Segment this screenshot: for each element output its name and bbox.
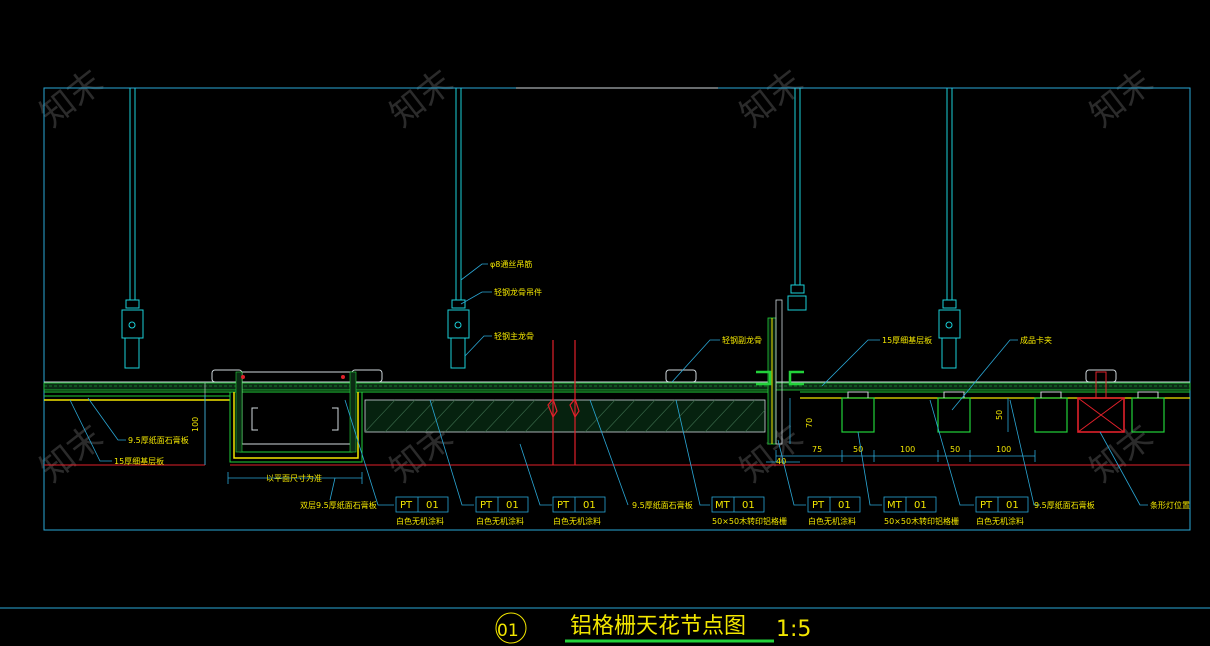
material-tags: PT 01 白色无机涂料 PT 01 白色无机涂料 PT 01 白色无机涂料 M… <box>395 496 1029 526</box>
dim-50-vertical: 50 <box>995 410 1004 420</box>
label-clip: 成品卡夹 <box>1020 335 1052 345</box>
hanger-2 <box>447 299 470 369</box>
hanger-3 <box>787 284 807 311</box>
tag-description: 白色无机涂料 <box>396 516 444 526</box>
label-main-keel: 轻钢主龙骨 <box>494 331 534 341</box>
tag-number: 01 <box>742 500 755 511</box>
tag-description: 白色无机涂料 <box>553 516 601 526</box>
material-tag-3: PT 01 白色无机涂料 <box>552 496 606 526</box>
hanger-4 <box>938 299 961 369</box>
detail-number: 01 <box>497 621 519 641</box>
material-tag-2: PT 01 白色无机涂料 <box>475 496 529 526</box>
drawing-scale: 1:5 <box>776 617 811 642</box>
light-fixture <box>1077 371 1125 433</box>
dim-100-left: 100 <box>191 417 200 432</box>
dimension-lines <box>204 395 1036 484</box>
label-double-gypsum: 双层9.5厚纸面石膏板 <box>300 500 377 510</box>
tag-number: 01 <box>506 500 519 511</box>
tag-code: PT <box>980 500 993 511</box>
label-light: 条形灯位置 <box>1150 500 1190 510</box>
tag-number: 01 <box>426 500 439 511</box>
label-gypsum-mid: 9.5厚纸面石膏板 <box>632 500 693 510</box>
label-plan-note: 以平面尺寸为准 <box>266 473 322 483</box>
tag-number: 01 <box>838 500 851 511</box>
label-gypsum-left: 9.5厚纸面石膏板 <box>128 435 189 445</box>
label-gypsum-right: 9.5厚纸面石膏板 <box>1034 500 1095 510</box>
title-block: 01 铝格栅天花节点图 1:5 <box>0 607 1210 644</box>
tag-number: 01 <box>583 500 596 511</box>
dim-70: 70 <box>805 418 814 428</box>
tag-description: 白色无机涂料 <box>808 516 856 526</box>
tag-number: 01 <box>1006 500 1019 511</box>
callout-labels: φ8通丝吊筋 轻钢龙骨吊件 轻钢主龙骨 轻钢副龙骨 15厚细基层板 成品卡夹 9… <box>114 259 1190 510</box>
tag-code: PT <box>400 500 413 511</box>
tag-code: MT <box>715 500 731 511</box>
label-rod: φ8通丝吊筋 <box>490 259 532 269</box>
drawing-title: 铝格栅天花节点图 <box>570 614 746 639</box>
tag-code: PT <box>480 500 493 511</box>
dim-100-a: 100 <box>900 445 915 454</box>
grille-profiles <box>841 371 1165 433</box>
hanger-1 <box>121 299 144 369</box>
label-base-left: 15厚细基层板 <box>114 456 164 466</box>
dim-40: 40 <box>776 457 786 466</box>
tag-code: MT <box>887 500 903 511</box>
recess-box <box>44 371 363 466</box>
label-sub-keel: 轻钢副龙骨 <box>722 335 762 345</box>
grille-3 <box>1034 391 1068 433</box>
dim-50-b: 50 <box>950 445 960 454</box>
hanger-assemblies <box>121 284 961 369</box>
material-tag-5: PT 01 白色无机涂料 <box>807 496 861 526</box>
material-tag-1: PT 01 白色无机涂料 <box>395 496 449 526</box>
label-hanger: 轻钢龙骨吊件 <box>494 287 542 297</box>
dim-75: 75 <box>812 445 822 454</box>
tag-description: 50×50木转印铝格栅 <box>712 516 787 526</box>
tag-description: 白色无机涂料 <box>476 516 524 526</box>
tag-number: 01 <box>914 500 927 511</box>
leader-lines <box>69 263 1148 506</box>
dim-50-a: 50 <box>853 445 863 454</box>
material-tag-6: MT 01 50×50木转印铝格栅 <box>883 496 959 526</box>
break-line <box>547 340 580 465</box>
tag-code: PT <box>557 500 570 511</box>
grille-4 <box>1131 391 1165 433</box>
hanger-rods <box>129 88 953 300</box>
dimension-values: 100 70 50 40 75 50 100 50 100 <box>191 410 1011 466</box>
material-tag-7: PT 01 白色无机涂料 <box>975 496 1029 526</box>
label-base-board: 15厚细基层板 <box>882 335 932 345</box>
dim-100-b: 100 <box>996 445 1011 454</box>
tag-code: PT <box>812 500 825 511</box>
tag-description: 白色无机涂料 <box>976 516 1024 526</box>
tag-description: 50×50木转印铝格栅 <box>884 516 959 526</box>
material-tag-4: MT 01 50×50木转印铝格栅 <box>711 496 787 526</box>
